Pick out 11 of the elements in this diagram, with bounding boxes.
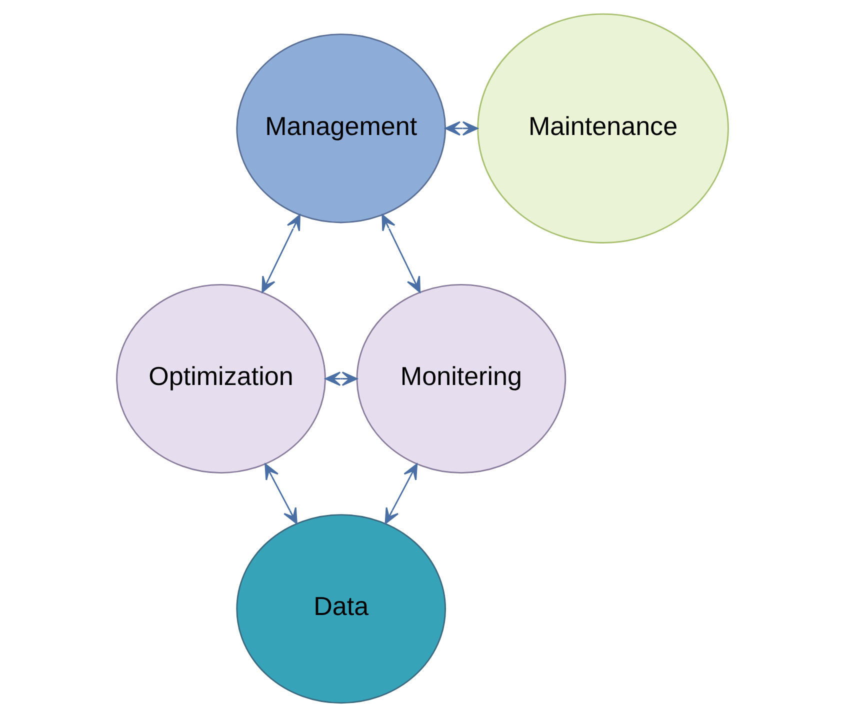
node-circle: Optimization [116, 284, 326, 474]
arrow [444, 121, 478, 136]
arrow [261, 214, 300, 293]
arrow [264, 463, 297, 524]
node-circle: Monitering [356, 284, 566, 474]
arrow [324, 372, 358, 386]
node-circle: Management [236, 34, 446, 224]
arrow [381, 214, 420, 293]
node-circle: Data [236, 514, 446, 704]
node-circle: Maintenance [476, 13, 728, 244]
arrow [384, 463, 418, 524]
